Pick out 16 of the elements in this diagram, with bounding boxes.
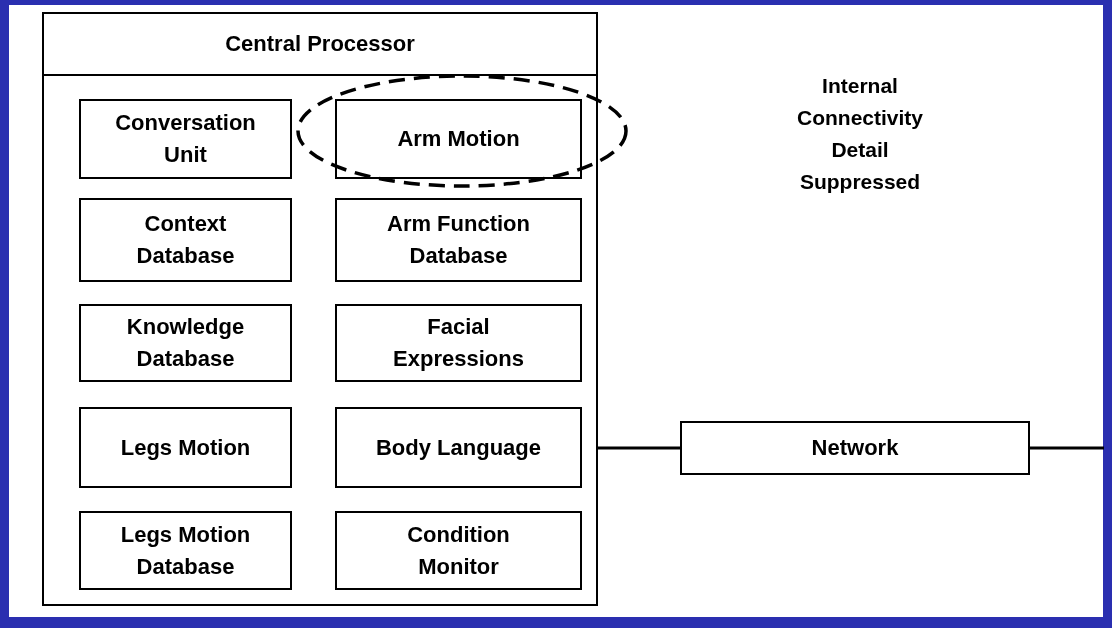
processor-box bbox=[42, 12, 598, 606]
connector-line bbox=[1030, 446, 1104, 450]
processor-title: Central Processor bbox=[225, 30, 415, 58]
module-box: Facial Expressions bbox=[335, 304, 582, 382]
module-box: Network bbox=[680, 421, 1030, 475]
module-box: Conversation Unit bbox=[79, 99, 292, 179]
module-box: Knowledge Database bbox=[79, 304, 292, 382]
module-box: Body Language bbox=[335, 407, 582, 488]
module-box: Legs Motion Database bbox=[79, 511, 292, 590]
module-box: Arm Function Database bbox=[335, 198, 582, 282]
note-text: Internal Connectivity Detail Suppressed bbox=[796, 73, 924, 195]
module-box: Context Database bbox=[79, 198, 292, 282]
module-box: Arm Motion bbox=[335, 99, 582, 179]
connector-line bbox=[598, 446, 680, 450]
module-box: Legs Motion bbox=[79, 407, 292, 488]
module-box: Condition Monitor bbox=[335, 511, 582, 590]
